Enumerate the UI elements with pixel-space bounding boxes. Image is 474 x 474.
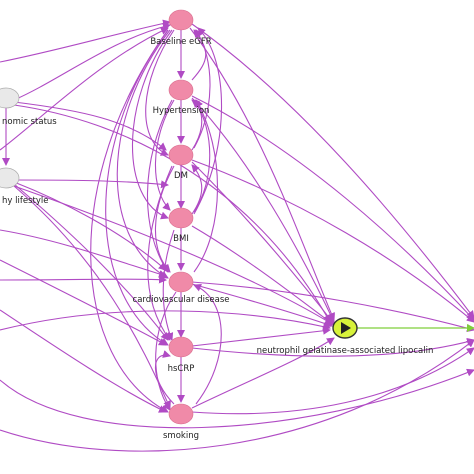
edge [193,99,211,213]
edge [90,29,169,413]
node-ses-label: nomic status [2,117,57,127]
edge [191,337,474,357]
node-bmi-label: BMI [173,234,189,244]
edge [155,291,177,411]
edge [0,275,167,284]
edge [191,337,335,409]
edge [13,183,169,341]
edge [191,347,474,415]
node-dm-label: DM [174,171,188,181]
node-lifestyle-label: hy lifestyle [2,196,48,206]
edge [154,99,175,211]
edge [191,225,335,326]
edge [191,326,331,347]
edge [0,27,169,151]
edge [193,99,219,273]
edge [191,283,333,328]
node-cardiovascular-disease[interactable] [168,271,194,293]
edge [0,259,167,346]
edge [154,350,175,405]
edge [131,29,173,220]
edge [13,185,333,325]
edge [189,27,335,321]
node-hypertension-label: Hypertension [153,106,210,116]
edge [191,164,203,215]
edge [146,99,173,273]
edge [0,368,474,429]
node-baseline-egfr[interactable] [168,9,194,31]
edges-layer [0,19,474,452]
edge [13,181,167,271]
edge [13,104,331,323]
node-ngal-label: neutrophil gelatinase-associated lipocal… [257,346,434,356]
node-hypertension[interactable] [168,79,194,101]
edge [0,229,167,278]
edge [0,310,331,331]
edge [191,159,474,323]
edge [193,27,223,215]
edge [147,165,173,341]
edge [105,29,169,346]
node-lifestyle[interactable] [0,167,20,189]
node-dm[interactable] [168,144,194,166]
edge [191,161,335,325]
node-smoking-label: smoking [163,431,199,441]
node-bmi[interactable] [168,207,194,229]
edge [13,179,169,189]
node-baseline-egfr-label: Baseline eGFR [150,37,211,47]
edge [145,29,175,156]
node-cardiovascular-disease-label: cardiovascular disease [133,295,230,305]
node-hscrp[interactable] [168,336,194,358]
edge [162,229,175,341]
edge [0,309,167,413]
edge [193,29,211,149]
edge [191,281,474,333]
node-hscrp-label: hsCRP [168,364,195,374]
edge [193,284,222,405]
nodes-layer: nomic status hy lifestyle Baseline eGFR … [0,9,434,441]
edge [13,22,171,101]
edge [191,23,474,319]
edge [116,29,171,279]
edge [0,19,171,63]
edge [191,97,335,323]
node-ses[interactable] [0,87,20,109]
edge [154,165,175,273]
play-icon [341,322,351,334]
edge [191,95,474,321]
node-smoking[interactable] [168,403,194,425]
